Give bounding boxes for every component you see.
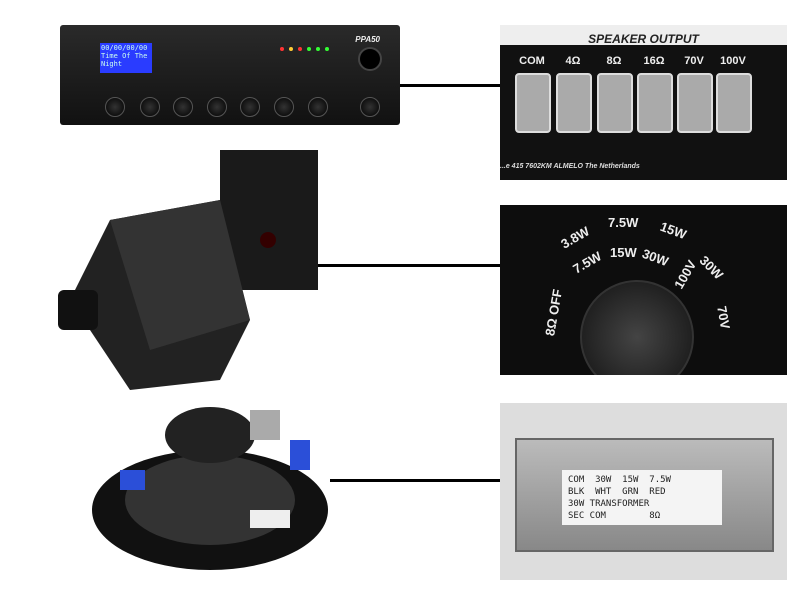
knob <box>140 97 160 117</box>
speaker-output-panel: SPEAKER OUTPUT COM 4Ω 8Ω 16Ω 70V 100V ..… <box>500 25 787 180</box>
led <box>289 47 293 51</box>
knob <box>360 97 380 117</box>
knob <box>105 97 125 117</box>
connector-line-3 <box>330 479 500 482</box>
terminal-screw <box>597 73 633 133</box>
led <box>307 47 311 51</box>
dial-label: 15W <box>658 218 689 243</box>
dial-label: 15W <box>610 245 637 260</box>
dial-label: 100V <box>671 257 700 292</box>
dial-label: 30W <box>640 245 671 270</box>
terminal-screw <box>716 73 752 133</box>
transformer-label: COM 30W 15W 7.5W BLK WHT GRN RED 30W TRA… <box>562 470 722 525</box>
terminal-screw <box>556 73 592 133</box>
power-selector-panel: 8Ω OFF 3.8W 7.5W 15W 7.5W 15W 30W 100V 3… <box>500 205 787 375</box>
terminal-screw <box>677 73 713 133</box>
selector-dial <box>580 280 694 375</box>
power-switch <box>358 47 382 71</box>
model-label: PPA50 <box>355 35 380 44</box>
terminal-label: 70V <box>684 55 704 67</box>
ceiling-speaker-photo <box>92 407 328 570</box>
terminal-screw <box>637 73 673 133</box>
knob <box>308 97 328 117</box>
transformer-panel: COM 30W 15W 7.5W BLK WHT GRN RED 30W TRA… <box>500 403 787 580</box>
connector-line-1 <box>400 84 500 87</box>
knob <box>173 97 193 117</box>
knob <box>207 97 227 117</box>
terminal-label: COM <box>519 55 545 67</box>
terminal-screw <box>515 73 551 133</box>
dial-label: 70V <box>714 304 733 331</box>
transformer-body: COM 30W 15W 7.5W BLK WHT GRN RED 30W TRA… <box>515 438 774 552</box>
led <box>298 47 302 51</box>
led <box>316 47 320 51</box>
led <box>280 47 284 51</box>
address-text: ...e 415 7602KM ALMELO The Netherlands <box>500 163 640 170</box>
lcd-line: 00/00/00/00 <box>101 44 148 52</box>
terminal-label: 16Ω <box>643 55 665 67</box>
dial-label: 8Ω OFF <box>542 287 566 338</box>
terminal-label: 100V <box>720 55 746 67</box>
lcd-line: Time Of The Night <box>101 52 148 68</box>
dial-label: 7.5W <box>608 215 639 230</box>
dial-label: 30W <box>696 252 727 283</box>
wall-speaker-photo <box>58 150 318 390</box>
connector-line-2 <box>318 264 500 267</box>
speaker-output-title: SPEAKER OUTPUT <box>500 25 787 46</box>
knob <box>240 97 260 117</box>
terminal-label: 4Ω <box>565 55 581 67</box>
dial-label: 3.8W <box>558 223 593 252</box>
knob <box>274 97 294 117</box>
dial-label: 7.5W <box>570 248 605 277</box>
terminal-label: 8Ω <box>606 55 622 67</box>
led <box>325 47 329 51</box>
